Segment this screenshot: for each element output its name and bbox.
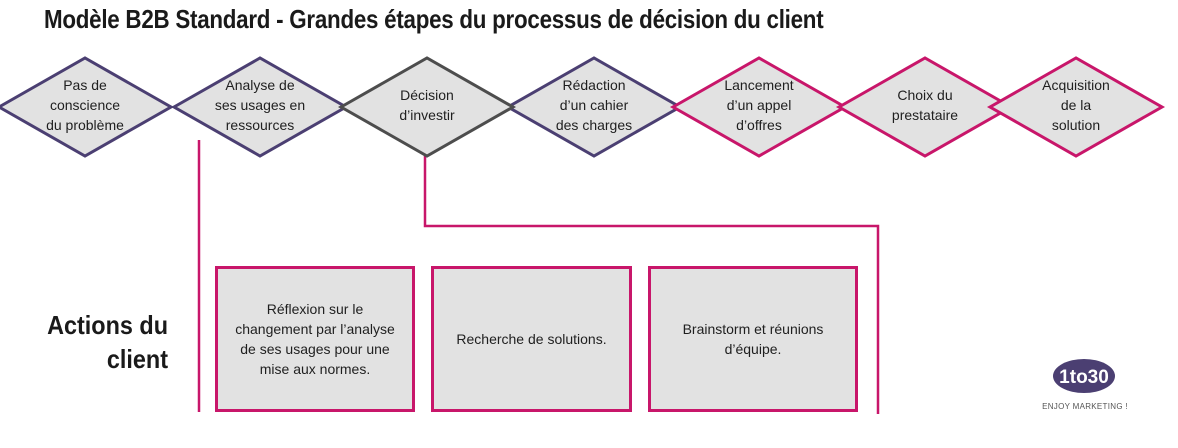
- logo-icon: 1to30: [1053, 359, 1115, 393]
- action-box-recherche: Recherche de solutions.: [431, 266, 632, 412]
- logo-wordmark: 1to30: [1059, 367, 1109, 388]
- step-label: Décision d’investir: [399, 87, 455, 123]
- step-label: Rédaction d’un cahier des charges: [555, 77, 633, 133]
- actions-heading: Actions du client: [47, 310, 168, 374]
- connector-line-right: [423, 156, 880, 414]
- action-box-reflexion: Réflexion sur le changement par l’analys…: [215, 266, 415, 412]
- step-label: Lancement d’un appel d’offres: [724, 77, 794, 133]
- step-diamond: [337, 56, 517, 158]
- step-label: Acquisition de la solution: [1042, 77, 1110, 133]
- page-title: Modèle B2B Standard - Grandes étapes du …: [44, 4, 824, 34]
- action-box-brainstorm: Brainstorm et réunions d’équipe.: [648, 266, 858, 412]
- step-label: Analyse de ses usages en ressources: [214, 77, 306, 133]
- step-label: Pas de conscience du problème: [46, 77, 124, 133]
- step-label: Choix du prestataire: [891, 87, 959, 123]
- action-text: Réflexion sur le changement par l’analys…: [235, 301, 395, 377]
- step-diamond: [986, 56, 1166, 158]
- action-text: Brainstorm et réunions d’équipe.: [682, 321, 824, 357]
- logo-tagline: ENJOY MARKETING !: [1042, 402, 1128, 411]
- action-text: Recherche de solutions.: [456, 331, 607, 347]
